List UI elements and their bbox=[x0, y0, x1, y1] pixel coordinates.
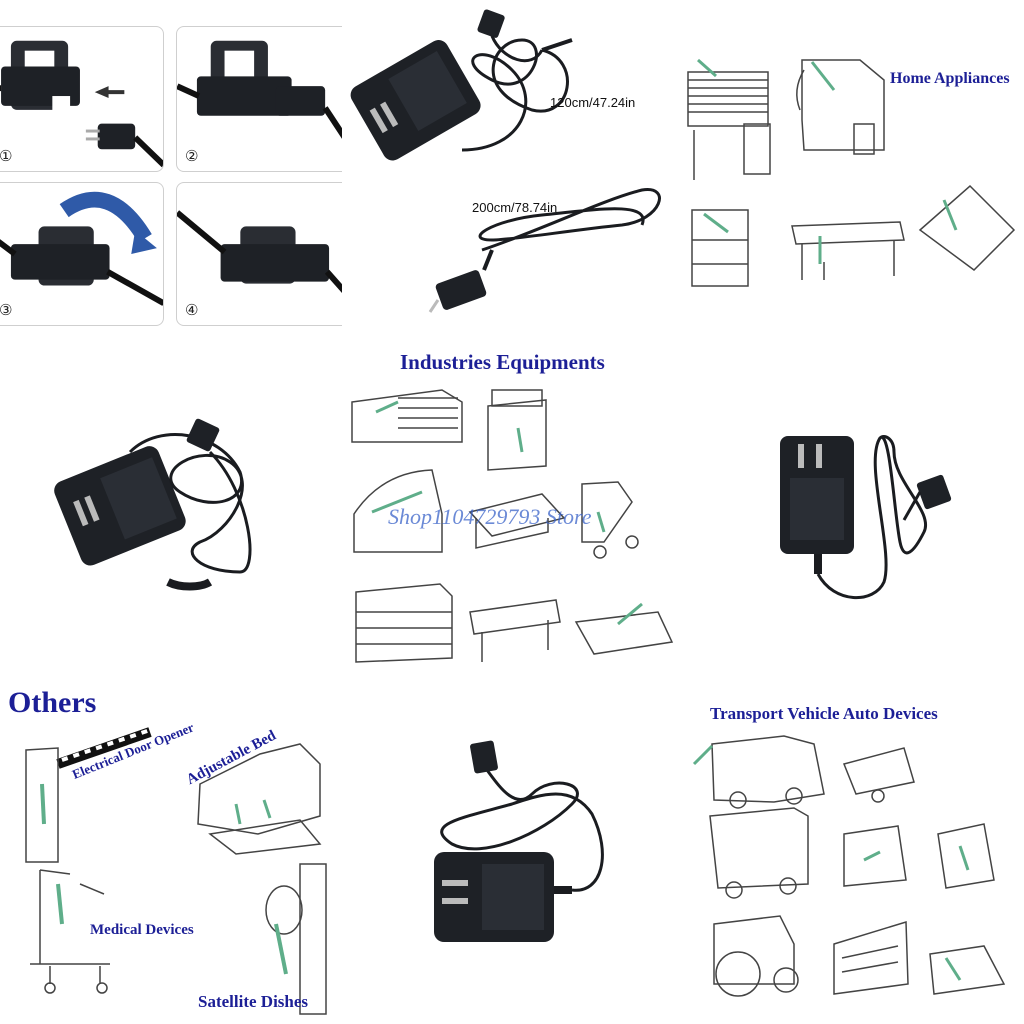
step-3-panel: ③ bbox=[0, 182, 164, 326]
step-2-number: ② bbox=[185, 147, 199, 165]
home-appliances-heading: Home Appliances bbox=[890, 70, 1010, 87]
step-3-number: ③ bbox=[0, 301, 13, 319]
medical-devices-label: Medical Devices bbox=[90, 922, 194, 938]
transport-vehicle-illustrations bbox=[692, 735, 1006, 997]
home-appliances-illustrations bbox=[687, 58, 1016, 287]
cable-length-120cm-label: 120cm/47.24in bbox=[550, 95, 636, 110]
power-adapter-illustration bbox=[434, 740, 604, 942]
home-appliances-tile: Home Appliances bbox=[684, 0, 1024, 342]
step-2-panel: ② bbox=[176, 26, 342, 172]
cable-length-200cm-label: 200cm/78.74in bbox=[472, 200, 558, 215]
installation-steps-tile: ① ② ③ ④ bbox=[0, 0, 342, 342]
others-heading: Others bbox=[8, 686, 97, 719]
others-illustrations bbox=[25, 727, 327, 1015]
industries-equipments-heading: Industries Equipments bbox=[400, 350, 605, 374]
connector-rotate-illustration bbox=[0, 191, 163, 306]
step-4-number: ④ bbox=[185, 301, 199, 319]
step-4-panel: ④ bbox=[176, 182, 342, 326]
power-adapter-illustration bbox=[350, 9, 661, 313]
connector-inserted-illustration bbox=[177, 40, 342, 139]
adapter-tile-right bbox=[684, 342, 1024, 684]
adapter-cable-length-tile: 120cm/47.24in 200cm/78.74in bbox=[342, 0, 684, 342]
power-adapter-illustration bbox=[54, 418, 252, 591]
industries-equipments-tile: Industries Equipments Shop1104729793 Sto… bbox=[342, 342, 684, 684]
adapter-tile-left bbox=[0, 342, 342, 684]
step-1-panel: ① bbox=[0, 26, 164, 172]
industries-equipment-illustrations bbox=[351, 389, 674, 663]
connector-open-illustration bbox=[0, 40, 163, 168]
connector-locked-illustration bbox=[177, 210, 342, 294]
transport-vehicle-tile: Transport Vehicle Auto Devices bbox=[684, 684, 1024, 1024]
store-watermark: Shop1104729793 Store bbox=[388, 504, 592, 529]
step-1-number: ① bbox=[0, 147, 13, 165]
power-adapter-illustration bbox=[780, 435, 952, 599]
satellite-dishes-label: Satellite Dishes bbox=[198, 992, 309, 1011]
adapter-tile-bottom bbox=[342, 684, 684, 1024]
transport-vehicle-heading: Transport Vehicle Auto Devices bbox=[710, 704, 938, 723]
others-tile: Others Electrical Door Opener Adjustable… bbox=[0, 684, 342, 1024]
